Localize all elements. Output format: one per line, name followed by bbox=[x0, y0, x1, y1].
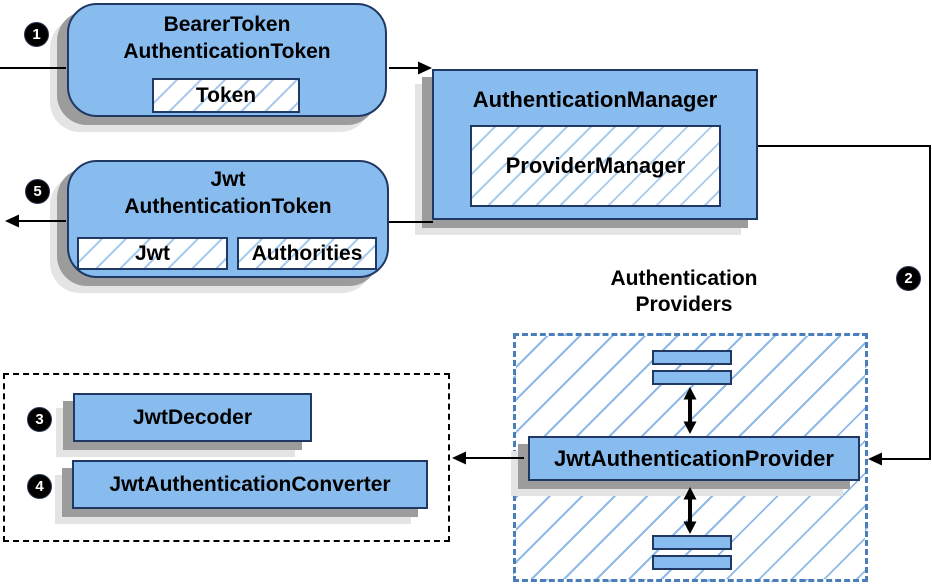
bearer-token-title-line1: BearerToken bbox=[163, 13, 291, 36]
provider-manager-chip: ProviderManager bbox=[470, 125, 721, 207]
decoder-converter-group: JwtDecoder JwtAuthenticationConverter bbox=[3, 373, 450, 542]
step-4-badge: 4 bbox=[27, 474, 52, 499]
jwt-authentication-provider-label: JwtAuthenticationProvider bbox=[554, 445, 834, 471]
jwt-decoder-node: JwtDecoder bbox=[73, 393, 312, 442]
provider-stack-bar bbox=[652, 535, 732, 550]
arrowhead-left-icon bbox=[5, 214, 19, 228]
jwt-authentication-converter-label: JwtAuthenticationConverter bbox=[109, 472, 391, 496]
jwt-authentication-converter-node: JwtAuthenticationConverter bbox=[72, 460, 428, 509]
jwt-decoder-label: JwtDecoder bbox=[132, 405, 253, 429]
provider-stack-bar bbox=[652, 370, 732, 385]
step-1-badge: 1 bbox=[24, 22, 49, 47]
authentication-manager-node: AuthenticationManager ProviderManager bbox=[432, 69, 758, 220]
arrowhead-right-icon bbox=[418, 61, 432, 75]
jwt-authentication-token-node: Jwt AuthenticationToken Jwt Authorities bbox=[67, 160, 389, 278]
authentication-providers-title: Authentication Providers bbox=[610, 267, 758, 316]
provider-stack-bar bbox=[652, 350, 732, 365]
arrowhead-left-icon bbox=[452, 451, 466, 465]
step-2-badge: 2 bbox=[896, 266, 921, 291]
token-chip: Token bbox=[152, 78, 300, 113]
provider-stack-bar bbox=[652, 555, 732, 570]
authentication-providers-container: JwtAuthenticationProvider bbox=[513, 333, 868, 582]
jwt-chip: Jwt bbox=[77, 237, 228, 270]
step-5-badge: 5 bbox=[25, 179, 50, 204]
authentication-manager-title: AuthenticationManager bbox=[472, 87, 718, 112]
bearer-token-authentication-token-node: BearerToken AuthenticationToken Token bbox=[67, 3, 387, 117]
jwt-authentication-provider-node: JwtAuthenticationProvider bbox=[528, 436, 860, 481]
arrowhead-left-icon bbox=[868, 452, 882, 466]
authorities-chip: Authorities bbox=[237, 237, 377, 270]
step-3-badge: 3 bbox=[27, 407, 52, 432]
jwt-token-title-line1: Jwt bbox=[210, 168, 246, 191]
bearer-token-title-line2: AuthenticationToken bbox=[123, 40, 331, 63]
jwt-token-title-line2: AuthenticationToken bbox=[124, 195, 332, 218]
